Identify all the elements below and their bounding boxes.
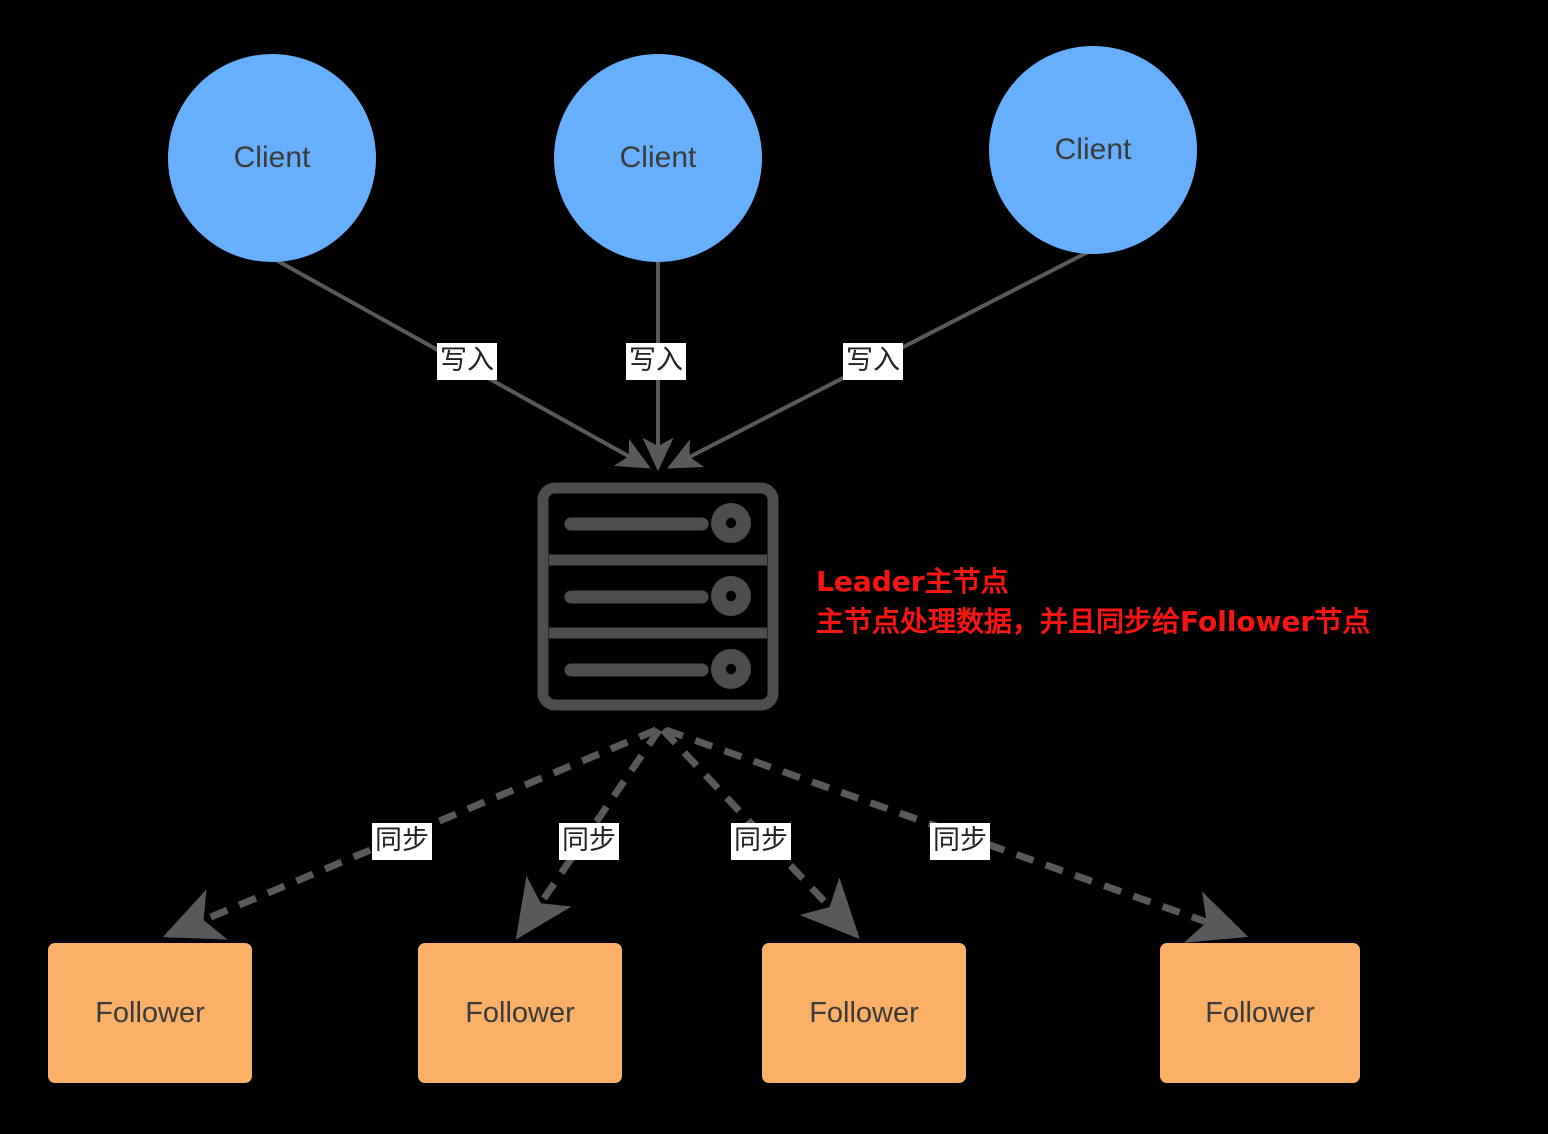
sync-edge-4-label: 同步 [930,823,990,860]
write-edge-2-label: 写入 [626,343,686,380]
write-edge-1-label: 写入 [437,343,497,380]
client-node-1[interactable]: Client [168,54,376,262]
leader-annotation-line-2: 主节点处理数据，并且同步给Follower节点 [816,604,1371,638]
follower-node-2[interactable]: Follower [418,943,622,1083]
follower-node-3-label: Follower [809,996,919,1029]
client-node-2-label: Client [619,141,697,174]
follower-node-2-label: Follower [465,996,575,1029]
server-rack-icon [537,482,779,711]
write-edge-3-label: 写入 [843,343,903,380]
follower-node-1[interactable]: Follower [48,943,252,1083]
sync-edge-group [162,726,1249,943]
follower-node-4-label: Follower [1205,996,1315,1029]
leader-annotation: Leader主节点 主节点处理数据，并且同步给Follower节点 [816,562,1370,642]
leader-annotation-line-1: Leader主节点 [816,565,1009,598]
client-node-3-label: Client [1054,133,1132,166]
follower-node-3[interactable]: Follower [762,943,966,1083]
sync-edge-2-label: 同步 [559,823,619,860]
follower-node-1-label: Follower [95,996,205,1029]
follower-node-4[interactable]: Follower [1160,943,1360,1083]
client-node-2[interactable]: Client [554,54,762,262]
sync-edge-3-label: 同步 [731,823,791,860]
client-node-1-label: Client [233,141,311,174]
client-node-3[interactable]: Client [989,46,1197,254]
sync-edge-4-line [664,726,1249,943]
sync-edge-1-label: 同步 [372,823,432,860]
